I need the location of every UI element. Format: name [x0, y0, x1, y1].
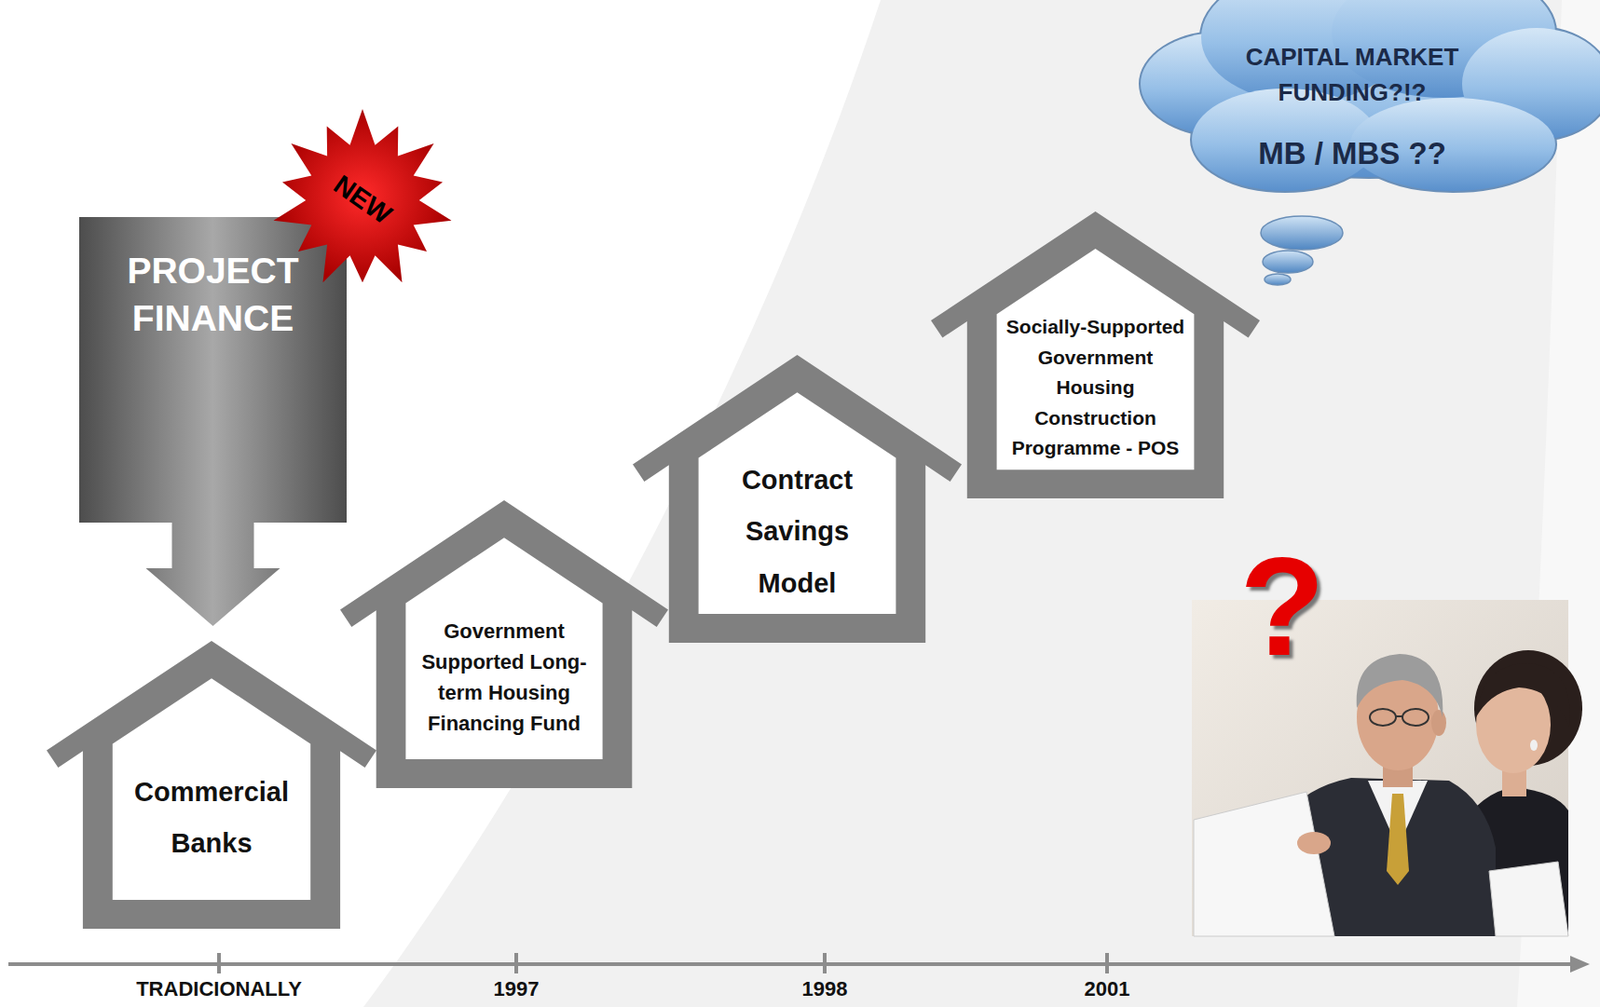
text-area: Socially-Supported Government Housing Co…	[930, 306, 1260, 471]
house-interior	[997, 248, 1195, 470]
thought-cloud: CAPITAL MARKET FUNDING?!? MB / MBS ??	[1135, 0, 1600, 194]
house-node: Socially-Supported Government Housing Co…	[930, 211, 1260, 499]
text-area: CAPITAL MARKET FUNDING?!? MB / MBS ??	[1212, 40, 1492, 173]
house-node: Commercial Banks	[46, 641, 377, 930]
project-finance-box: PROJECT FINANCE	[79, 217, 347, 523]
node-text: PROJECT FINANCE	[96, 247, 330, 342]
node-text: Government Supported Long-term Housing F…	[420, 615, 589, 739]
timeline-tick	[822, 953, 827, 974]
house-outline	[340, 500, 669, 789]
timeline-arrowhead	[1570, 956, 1590, 973]
house-frame	[46, 641, 377, 930]
thought-bubble	[1264, 273, 1291, 286]
block-arrow	[146, 521, 281, 627]
man-glasses	[1402, 709, 1429, 726]
thought-bubble	[1262, 250, 1313, 274]
man-glasses-bridge	[1395, 715, 1403, 718]
house-interior	[112, 678, 311, 901]
timeline-label: TRADICIONALLY	[136, 977, 302, 1001]
node-text: MB / MBS ??	[1258, 135, 1447, 173]
timeline-label: 1997	[493, 977, 540, 1001]
node-text: Commercial Banks	[118, 766, 305, 870]
house-outline	[632, 355, 962, 643]
papers	[1193, 792, 1335, 937]
node-text: Socially-Supported Government Housing Co…	[999, 312, 1191, 465]
node-text: NEW	[328, 170, 397, 232]
house-interior	[405, 537, 602, 760]
starburst	[273, 109, 452, 283]
man-tie	[1386, 793, 1409, 886]
timeline-label: 1998	[802, 977, 848, 1001]
woman-hair-top	[1476, 663, 1571, 727]
house-frame	[632, 355, 962, 643]
text-area: Commercial Banks	[46, 736, 377, 901]
house-node: Contract Savings Model	[632, 355, 962, 643]
timeline-label: 2001	[1084, 977, 1131, 1001]
house-node: Government Supported Long-term Housing F…	[340, 500, 669, 789]
timeline-axis	[8, 962, 1575, 967]
man-ear	[1431, 710, 1447, 737]
thought-bubble	[1260, 216, 1343, 250]
house-frame	[340, 500, 669, 789]
timeline-tick	[217, 953, 221, 974]
background-curve	[363, 0, 1600, 1007]
timeline-tick	[514, 953, 519, 974]
house-frame	[930, 211, 1260, 499]
woman-earring	[1530, 739, 1538, 752]
timeline-tick	[1105, 953, 1109, 974]
text-area: PROJECT FINANCE	[79, 247, 347, 342]
node-text: CAPITAL MARKET FUNDING?!?	[1230, 40, 1474, 110]
text-area: Government Supported Long-term Housing F…	[340, 595, 669, 760]
question-mark: ?	[1239, 526, 1326, 688]
text-area: Contract Savings Model	[632, 450, 962, 615]
papers	[1489, 861, 1569, 937]
man-hair	[1356, 654, 1444, 718]
house-interior	[698, 392, 897, 615]
node-text: Contract Savings Model	[713, 454, 882, 609]
man-glasses	[1369, 709, 1396, 726]
man-hand	[1297, 832, 1331, 855]
